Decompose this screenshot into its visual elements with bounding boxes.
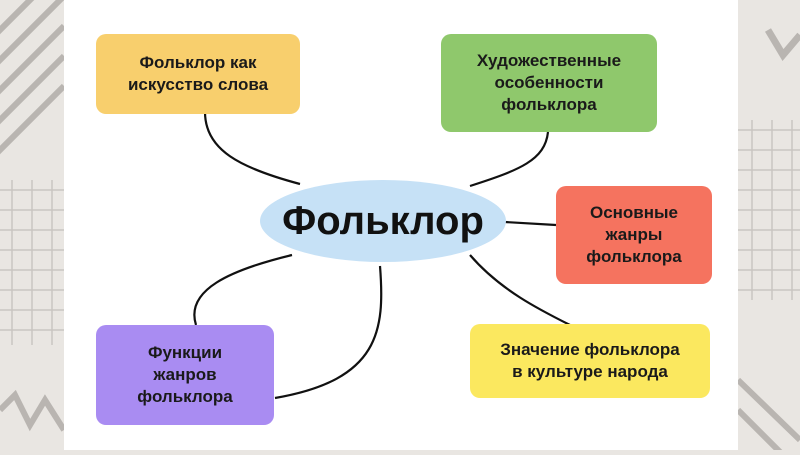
node-line: Фольклор как bbox=[139, 53, 257, 72]
node-line: фольклора bbox=[137, 387, 233, 406]
node-artistic-features: Художественные особенности фольклора bbox=[441, 34, 657, 132]
node-main-genres: Основные жанры фольклора bbox=[556, 186, 712, 284]
node-genre-functions: Функции жанров фольклора bbox=[96, 325, 274, 425]
right-pattern bbox=[735, 28, 800, 455]
node-line: фольклора bbox=[586, 247, 682, 266]
node-line: в культуре народа bbox=[512, 362, 668, 381]
right-decorative-panel bbox=[735, 0, 800, 455]
node-folklore-meaning: Значение фольклора в культуре народа bbox=[470, 324, 710, 398]
link-folklore-meaning bbox=[469, 254, 571, 326]
central-topic-label: Фольклор bbox=[282, 198, 484, 243]
link-genre-functions bbox=[193, 253, 293, 326]
central-topic: Фольклор bbox=[260, 180, 506, 262]
node-line: искусство слова bbox=[127, 75, 269, 94]
node-folklore-as-art: Фольклор как искусство слова bbox=[96, 34, 300, 114]
node-line: особенности bbox=[494, 73, 604, 92]
node-line: жанры bbox=[605, 225, 663, 244]
node-line: Значение фольклора bbox=[500, 340, 680, 359]
link-artistic-features bbox=[469, 131, 550, 188]
node-line: Художественные bbox=[476, 51, 622, 70]
node-line: жанров bbox=[153, 365, 217, 384]
node-line: Функции bbox=[147, 343, 223, 362]
node-line: Основные bbox=[589, 203, 678, 222]
link-folklore-as-art bbox=[203, 111, 301, 186]
left-decorative-panel bbox=[0, 0, 67, 450]
link-genre-functions-2 bbox=[274, 265, 383, 400]
left-pattern bbox=[0, 0, 67, 432]
link-main-genres bbox=[504, 220, 557, 227]
node-line: фольклора bbox=[501, 95, 597, 114]
